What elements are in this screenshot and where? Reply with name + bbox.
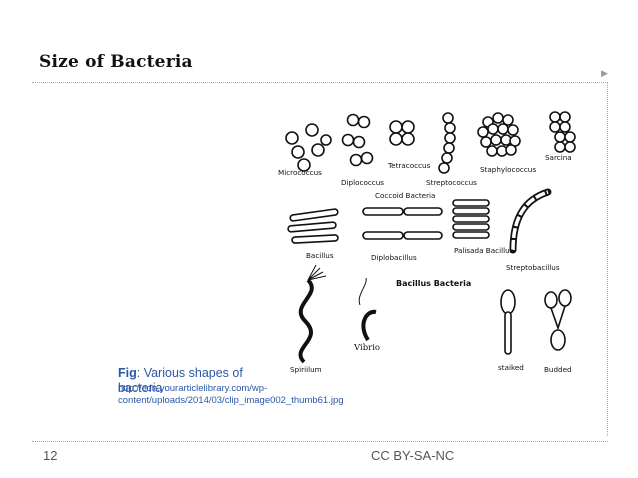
spirillum-drawing [298, 278, 314, 364]
budded-drawing [544, 289, 572, 351]
label-coccoid-bacteria: Coccoid Bacteria [375, 191, 435, 200]
label-budded: Budded [544, 365, 572, 374]
caption-text: : Various shapes of bacteria [118, 366, 243, 395]
label-diplobacillus: Diplobacillus [371, 253, 417, 262]
label-staphylococcus: Staphylococcus [480, 165, 536, 174]
tetracoccus-drawing [389, 120, 415, 146]
caption-label: Fig [118, 366, 137, 380]
bottom-divider [32, 441, 608, 442]
diplococcus-drawing [341, 113, 374, 167]
license-text: CC BY-SA-NC [371, 448, 455, 463]
label-palisada-bacillus: Palisada Bacillus [454, 246, 514, 255]
sarcina-drawing [549, 111, 576, 153]
label-bacillus: Bacillus [306, 251, 334, 260]
label-vibrio: Vibrio [353, 343, 380, 353]
page-number: 12 [43, 448, 58, 463]
label-sarcina: Sarcina [545, 153, 572, 162]
slide-title: Size of Bacteria [39, 52, 193, 72]
corner-arrow-icon: ▶ [601, 69, 608, 79]
figure-caption: Fig: Various shapes of bacteria [118, 366, 278, 396]
streptococcus-drawing [438, 112, 456, 174]
micrococcus-drawing [285, 123, 332, 172]
label-stalked: staiked [498, 363, 524, 372]
palisada-bacillus-drawing [452, 199, 490, 239]
diplobacillus-drawing [362, 207, 443, 240]
label-micrococcus: Micrococcus [278, 168, 322, 177]
label-streptococcus: Streptococcus [426, 178, 477, 187]
bacillus-drawing [287, 208, 339, 244]
label-spirillum: Spiriilum [290, 365, 322, 374]
source-link[interactable]: http://cdn.yourarticlelibrary.com/wp-con… [118, 383, 344, 406]
label-bacillus-bacteria: Bacillus Bacteria [396, 279, 471, 288]
bacteria-shapes-figure: Micrococcus Diplococcus Tetracoccus Stre… [268, 100, 598, 400]
bacteria-diagram: Micrococcus Diplococcus Tetracoccus Stre… [278, 111, 576, 374]
right-divider [607, 83, 608, 436]
label-tetracoccus: Tetracoccus [387, 161, 431, 170]
stalked-drawing [500, 289, 516, 355]
label-streptobacillus: Streptobacillus [506, 263, 560, 272]
staphylococcus-drawing [477, 112, 521, 157]
vibrio-drawing [361, 309, 377, 342]
label-diplococcus: Diplococcus [341, 178, 384, 187]
top-divider [32, 82, 608, 83]
